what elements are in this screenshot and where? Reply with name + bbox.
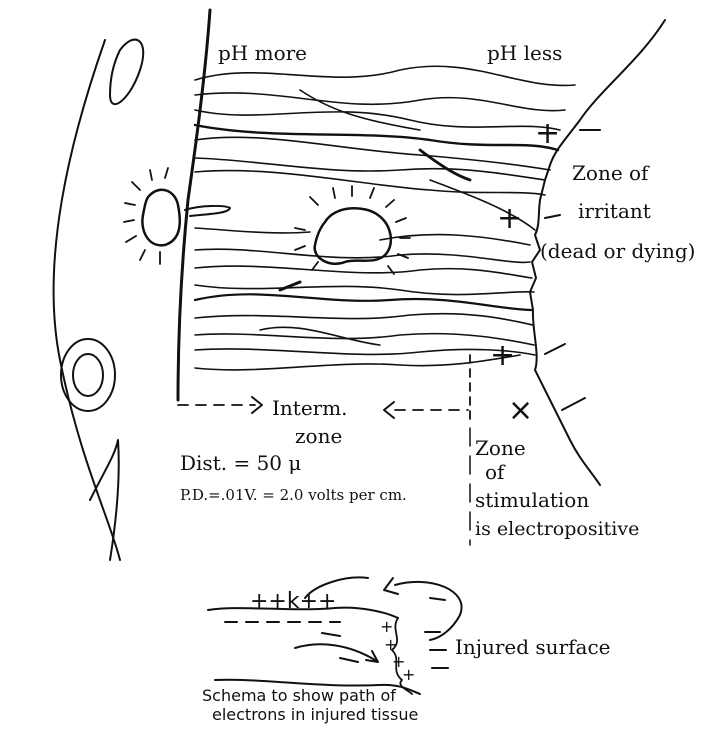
left-blob-stub bbox=[185, 206, 230, 216]
stimulation-label-3: stimulation bbox=[475, 488, 589, 512]
cross-sign: × bbox=[508, 393, 533, 428]
stimulation-label-4: is electropositive bbox=[475, 518, 639, 540]
central-blob bbox=[315, 208, 391, 264]
zone-irritant-label-3: (dead or dying) bbox=[540, 239, 695, 263]
interm-label-1: Interm. bbox=[272, 396, 348, 420]
ph-less-label: pH less bbox=[487, 41, 562, 65]
left-blob-rays bbox=[124, 168, 168, 264]
left-outer-stroke bbox=[54, 40, 120, 560]
schema-inner-arrow bbox=[295, 644, 375, 660]
schema-plus-a: + bbox=[380, 617, 393, 636]
zone-irritant-label-1: Zone of bbox=[572, 161, 650, 185]
potential-difference-label: P.D.=.01V. = 2.0 volts per cm. bbox=[180, 486, 407, 504]
injured-surface-label: Injured surface bbox=[455, 635, 611, 659]
interm-label-2: zone bbox=[295, 424, 342, 448]
schema-drawing: ++k++ + + + + bbox=[208, 577, 462, 694]
left-vacuole-ring-outer bbox=[61, 339, 115, 411]
plus-sign-upper: + bbox=[535, 116, 560, 151]
left-blob bbox=[142, 190, 179, 246]
left-vacuole-top bbox=[110, 40, 143, 105]
interm-arrow-right-head bbox=[384, 402, 394, 418]
distance-label: Dist. = 50 μ bbox=[180, 451, 301, 475]
left-membrane-edge bbox=[178, 10, 210, 400]
zone-irritant-label-2: irritant bbox=[578, 199, 651, 223]
left-vacuole-ring-inner bbox=[73, 354, 103, 396]
schema-caption-2: electrons in injured tissue bbox=[212, 705, 418, 724]
schema-plus-row: ++k++ bbox=[250, 589, 336, 614]
plus-sign-middle: + bbox=[497, 201, 522, 236]
schema-arrow-loop-head bbox=[384, 578, 398, 594]
ph-more-label: pH more bbox=[218, 41, 307, 65]
schema-plus-d: + bbox=[402, 665, 415, 684]
stimulation-label-2: of bbox=[485, 460, 506, 484]
plus-sign-lower: + bbox=[490, 338, 515, 373]
schema-caption-1: Schema to show path of bbox=[202, 686, 396, 705]
stimulation-label-1: Zone bbox=[475, 436, 526, 460]
